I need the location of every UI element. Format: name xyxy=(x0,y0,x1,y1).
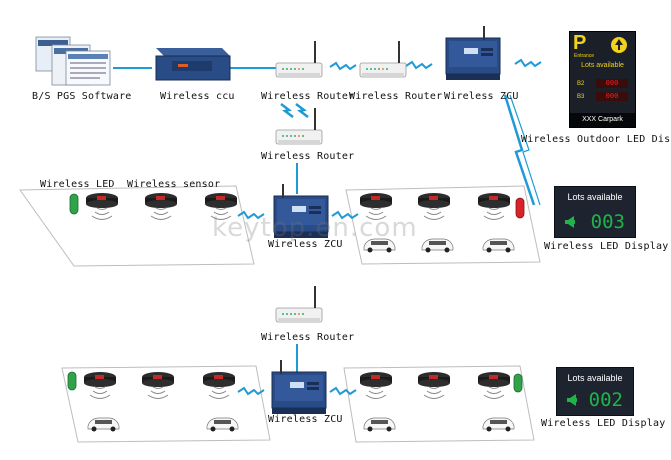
label-led: Wireless LED xyxy=(40,179,115,190)
label-zcu-bottom: Wireless ZCU xyxy=(268,414,343,425)
label-router-bottom: Wireless Router xyxy=(261,332,355,343)
outdoor-row-level: B2 xyxy=(577,81,585,87)
label-sensor: Wireless sensor xyxy=(127,179,221,190)
label-router-main: Wireless Router xyxy=(261,91,355,102)
label-outdoor-display: Wireless Outdoor LED Display xyxy=(521,134,671,145)
led-display-bottom: Lots available 002 xyxy=(556,367,634,416)
arrow-left-icon xyxy=(567,394,577,406)
label-led-display-mid: Wireless LED Display xyxy=(544,241,669,252)
wireless-link-router-down-1 xyxy=(279,102,295,119)
ccu-device-icon xyxy=(155,48,231,81)
router-second-icon xyxy=(359,40,407,78)
label-router-mid: Wireless Router xyxy=(261,151,355,162)
router-main-icon xyxy=(275,40,323,78)
led-display-header: Lots available xyxy=(567,373,623,383)
wireless-link-zcu-outdoor xyxy=(514,59,542,67)
led-display-mid: Lots available 003 xyxy=(554,186,636,238)
wireless-link-zcu-mid-display xyxy=(503,94,536,206)
arrow-up-icon xyxy=(611,37,627,53)
wireless-link-router-zcu xyxy=(405,61,433,69)
outdoor-led-display: P Entrance Lots available B2 000 B3 000 … xyxy=(569,31,636,128)
led-display-header: Lots available xyxy=(567,192,623,202)
parking-zone-left-1 xyxy=(19,185,255,267)
label-zcu-mid: Wireless ZCU xyxy=(268,239,343,250)
software-screens-icon xyxy=(35,36,111,86)
wireless-link-router-router xyxy=(329,62,357,70)
outdoor-row-level: B3 xyxy=(577,94,585,100)
label-ccu: Wireless ccu xyxy=(160,91,235,102)
zcu-top-icon xyxy=(445,26,501,81)
parking-letter: P xyxy=(573,32,587,54)
watermark: keytop.en.com xyxy=(212,213,418,243)
label-router-second: Wireless Router xyxy=(349,91,443,102)
label-bs-software: B/S PGS Software xyxy=(32,91,132,102)
outdoor-lots-available: Lots available xyxy=(581,62,624,69)
router-bottom-icon xyxy=(275,285,323,323)
outdoor-row-value: 000 xyxy=(596,79,628,88)
wireless-link-router-down-2 xyxy=(294,102,310,119)
label-zcu-top: Wireless ZCU xyxy=(444,91,519,102)
outdoor-row-value: 000 xyxy=(596,92,628,101)
led-indicator-green-2 xyxy=(67,371,77,391)
led-indicator-green-3 xyxy=(513,373,523,393)
entrance-text: Entrance xyxy=(574,53,595,59)
router-mid-icon xyxy=(275,107,323,145)
led-display-value: 002 xyxy=(588,389,623,411)
led-indicator-green-1 xyxy=(69,193,79,215)
zcu-bottom-icon xyxy=(271,360,327,415)
outdoor-footer: XXX Carpark xyxy=(570,113,635,127)
led-indicator-red-1 xyxy=(515,197,525,219)
led-display-value: 003 xyxy=(590,211,625,233)
label-led-display-bottom: Wireless LED Display xyxy=(541,418,666,429)
zcu-mid-icon xyxy=(273,184,329,239)
arrow-left-icon xyxy=(565,216,575,228)
